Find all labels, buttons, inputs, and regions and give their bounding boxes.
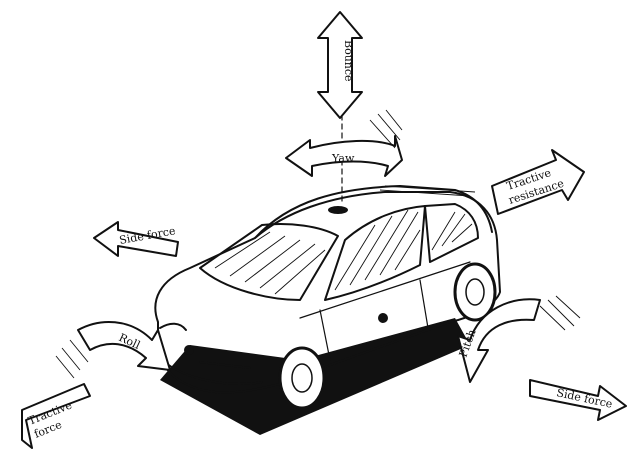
tractive-resistance-arrow: Tractive resistance xyxy=(492,150,584,214)
side-force-left-arrow: Side force xyxy=(94,222,178,256)
bounce-label: Bounce xyxy=(342,40,355,82)
front-wheel xyxy=(280,348,324,408)
yaw-arrow: Yaw xyxy=(286,110,402,176)
tractive-force-arrow: Tractive force xyxy=(22,384,90,448)
bounce-arrow: Bounce xyxy=(318,12,362,118)
yaw-label: Yaw xyxy=(331,152,355,165)
side-force-right-arrow: Side force xyxy=(530,380,626,420)
roll-arrow: Roll xyxy=(56,322,170,378)
